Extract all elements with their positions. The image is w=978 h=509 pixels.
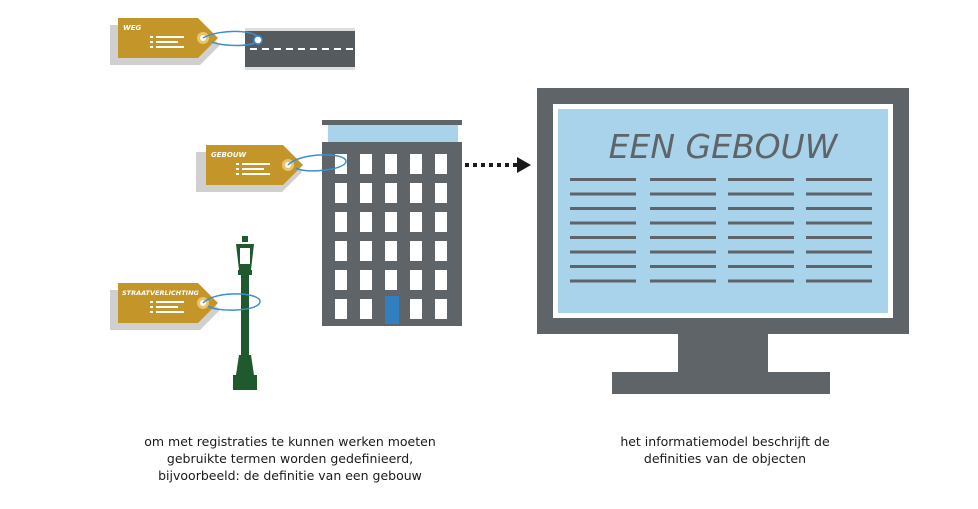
screen-text-line <box>570 178 636 181</box>
screen-text-line <box>806 236 872 239</box>
building-window <box>360 154 372 174</box>
building-window <box>385 154 397 174</box>
monitor-base <box>612 372 830 394</box>
screen-text-line <box>806 279 872 283</box>
building-window <box>410 299 422 319</box>
screen-text-line <box>806 265 872 268</box>
price-tag-straatverlichting: STRAATVERLICHTING <box>110 283 261 330</box>
building-window <box>385 212 397 232</box>
caption-right: het informatiemodel beschrijft de defini… <box>540 433 910 467</box>
tag-lines-icon <box>150 36 184 48</box>
building-window <box>435 270 447 290</box>
screen-text-line <box>570 221 636 225</box>
building-window <box>410 241 422 261</box>
building-window <box>410 183 422 203</box>
building-window <box>435 183 447 203</box>
screen-text-line <box>570 236 636 239</box>
tag-string <box>287 154 347 172</box>
building-window <box>360 299 372 319</box>
building-window <box>335 270 347 290</box>
arrow-icon <box>465 157 531 173</box>
tag-lines-icon <box>150 301 184 313</box>
monitor-heading: EEN GEBOUW <box>609 127 839 166</box>
screen-text-line <box>806 178 872 181</box>
caption-left-line: bijvoorbeeld: de definitie van een gebou… <box>158 468 422 483</box>
screen-text-line <box>650 221 716 225</box>
building-window <box>385 183 397 203</box>
building-window <box>385 241 397 261</box>
building-roof <box>322 120 462 125</box>
screen-text-line <box>728 250 794 254</box>
building-window <box>335 241 347 261</box>
screen-text-line <box>650 207 716 210</box>
screen-text-line <box>650 279 716 283</box>
screen-text-line <box>650 236 716 239</box>
building-window <box>335 183 347 203</box>
building-window <box>385 270 397 290</box>
caption-left-line: om met registraties te kunnen werken moe… <box>144 434 436 449</box>
building-window <box>435 212 447 232</box>
building-window <box>435 299 447 319</box>
building-window <box>335 212 347 232</box>
street-lamp-icon <box>233 236 257 390</box>
screen-text-line <box>650 192 716 196</box>
screen-text-line <box>728 192 794 196</box>
screen-text-line <box>728 265 794 268</box>
screen-text-line <box>650 178 716 181</box>
screen-text-line <box>570 207 636 210</box>
monitor-icon: EEN GEBOUW <box>537 88 909 394</box>
tag-label-gebouw: GEBOUW <box>211 151 246 159</box>
building-window <box>360 212 372 232</box>
screen-text-line <box>650 250 716 254</box>
screen-text-line <box>728 221 794 225</box>
screen-text-line <box>570 192 636 196</box>
text-lines-icon <box>570 178 872 283</box>
screen-text-line <box>806 207 872 210</box>
screen-text-line <box>806 221 872 225</box>
building-icon <box>322 120 462 326</box>
building-window <box>410 212 422 232</box>
screen-text-line <box>728 279 794 283</box>
tag-lines-icon <box>236 163 270 175</box>
screen-text-line <box>570 265 636 268</box>
building-window <box>360 241 372 261</box>
screen-text-line <box>650 265 716 268</box>
tag-string <box>202 293 261 311</box>
screen-text-line <box>570 279 636 283</box>
price-tag-gebouw: GEBOUW <box>196 145 347 192</box>
monitor-screen <box>558 109 888 313</box>
screen-text-line <box>570 250 636 254</box>
building-window <box>335 299 347 319</box>
tag-label-straatverlichting: STRAATVERLICHTING <box>122 289 200 297</box>
monitor-neck <box>678 334 768 372</box>
building-window <box>435 154 447 174</box>
building-window <box>360 183 372 203</box>
caption-left: om met registraties te kunnen werken moe… <box>80 433 500 484</box>
screen-text-line <box>806 192 872 196</box>
building-window <box>435 241 447 261</box>
building-window <box>410 270 422 290</box>
screen-text-line <box>728 236 794 239</box>
building-door <box>385 296 399 324</box>
screen-text-line <box>806 250 872 254</box>
building-window <box>410 154 422 174</box>
road-icon <box>245 28 355 70</box>
price-tag-weg: WEG <box>110 18 263 65</box>
caption-right-line: definities van de objecten <box>643 451 807 466</box>
building-window <box>360 270 372 290</box>
caption-left-line: gebruikte termen worden gedefinieerd, <box>166 451 414 466</box>
tag-label-weg: WEG <box>123 24 142 32</box>
screen-text-line <box>728 207 794 210</box>
screen-text-line <box>728 178 794 181</box>
caption-right-line: het informatiemodel beschrijft de <box>620 434 830 449</box>
